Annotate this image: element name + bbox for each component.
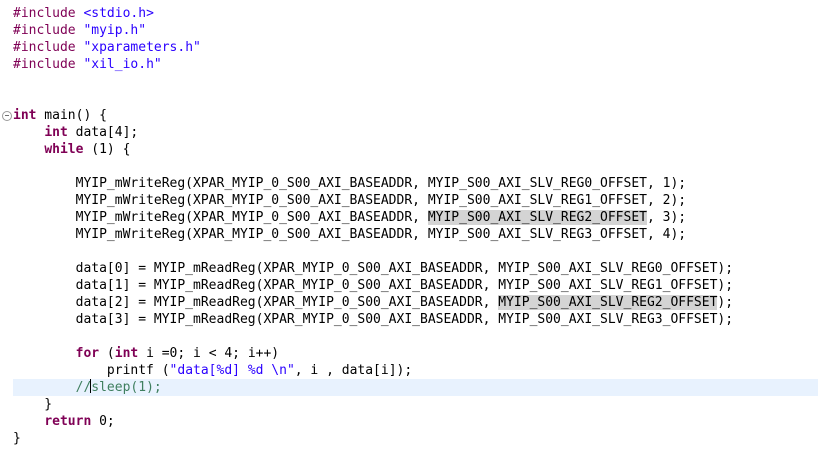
text-caret [90, 379, 92, 393]
comment: //sleep(1); [75, 379, 162, 395]
write-reg-line: MYIP_mWriteReg(XPAR_MYIP_0_S00_AXI_BASEA… [13, 227, 687, 242]
return-line: return 0; [44, 414, 115, 429]
preprocessor-directive: #include [13, 57, 76, 72]
preprocessor-directive: #include [13, 23, 76, 38]
write-reg-line: MYIP_mWriteReg(XPAR_MYIP_0_S00_AXI_BASEA… [13, 210, 687, 225]
keyword: int [114, 346, 139, 361]
preprocessor-directive: #include [13, 40, 76, 55]
keyword: int [13, 108, 37, 123]
declaration-line: int data[4]; [44, 125, 139, 140]
printf-line: printf ("data[%d] %d \n", i , data[i]); [13, 363, 413, 378]
keyword: int [44, 125, 68, 140]
for-line: for (int i =0; i < 4; i++) [75, 346, 280, 361]
include-path: "xparameters.h" [83, 40, 201, 55]
keyword: return [44, 414, 92, 429]
format-string: "data[%d] %d \n" [169, 363, 295, 378]
include-line: #include "xparameters.h" [13, 39, 201, 56]
current-line[interactable]: //sleep(1); [13, 379, 818, 396]
closing-brace-line: } [13, 431, 21, 446]
keyword: while [44, 142, 84, 157]
while-line: while (1) { [44, 142, 131, 157]
write-reg-line: MYIP_mWriteReg(XPAR_MYIP_0_S00_AXI_BASEA… [13, 193, 687, 208]
read-reg-line: data[1] = MYIP_mReadReg(XPAR_MYIP_0_S00_… [13, 278, 734, 293]
main-signature-line: int main() { [13, 108, 107, 123]
write-reg-line: MYIP_mWriteReg(XPAR_MYIP_0_S00_AXI_BASEA… [13, 176, 687, 191]
read-reg-line: data[2] = MYIP_mReadReg(XPAR_MYIP_0_S00_… [13, 295, 734, 310]
keyword: for [75, 346, 100, 361]
include-path: "xil_io.h" [83, 57, 162, 72]
include-line: #include <stdio.h> [13, 5, 154, 22]
closing-brace-line: } [13, 397, 53, 412]
read-reg-line: data[0] = MYIP_mReadReg(XPAR_MYIP_0_S00_… [13, 261, 734, 276]
occurrence-highlight: MYIP_S00_AXI_SLV_REG2_OFFSET [498, 295, 718, 310]
include-path: "myip.h" [83, 23, 147, 38]
include-line: #include "xil_io.h" [13, 56, 162, 73]
include-line: #include "myip.h" [13, 22, 146, 39]
read-reg-line: data[3] = MYIP_mReadReg(XPAR_MYIP_0_S00_… [13, 312, 734, 327]
preprocessor-directive: #include [13, 6, 76, 21]
fold-collapse-icon[interactable] [2, 111, 12, 121]
include-path: <stdio.h> [83, 6, 154, 21]
occurrence-highlight: MYIP_S00_AXI_SLV_REG2_OFFSET [427, 210, 647, 225]
